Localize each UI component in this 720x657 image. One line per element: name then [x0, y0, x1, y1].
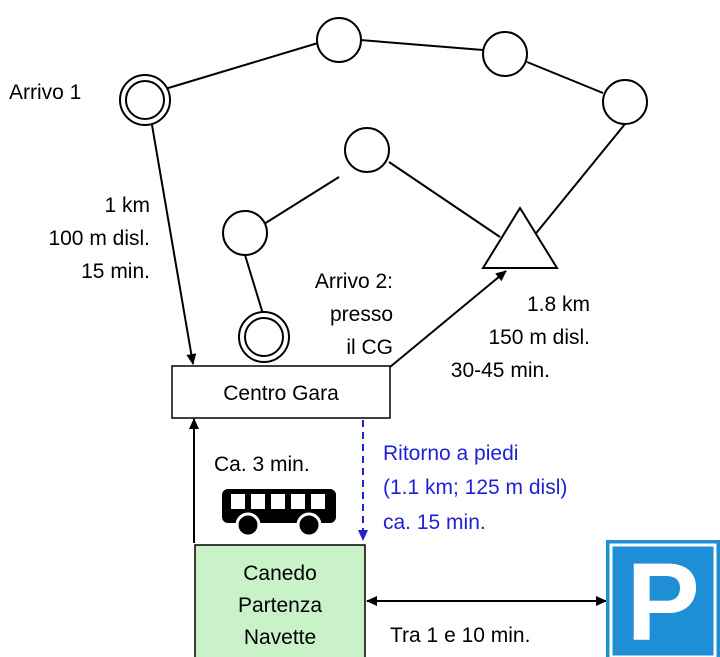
leg2-distance: 1.8 km — [527, 293, 590, 316]
shuttle-start-line2: Partenza — [238, 594, 322, 617]
route-1-lines — [164, 39, 626, 238]
arrow-finish1-to-centro-gara — [151, 124, 197, 365]
parking-time: Tra 1 e 10 min. — [390, 624, 530, 647]
shuttle-start-line1: Canedo — [243, 562, 317, 585]
finish-2-label-line1: Arrivo 2: — [315, 270, 393, 293]
walk-return-line3: ca. 15 min. — [383, 511, 486, 534]
finish-1-label: Arrivo 1 — [9, 81, 81, 104]
parking-letter: P — [626, 541, 699, 657]
control-circle — [344, 127, 390, 173]
leg1-distance: 1 km — [104, 194, 150, 217]
control-circle — [222, 210, 268, 256]
route-2-lines — [244, 161, 501, 315]
leg1-time: 15 min. — [81, 260, 150, 283]
bus-icon — [222, 489, 336, 538]
leg2-climb: 150 m disl. — [488, 326, 590, 349]
walk-return-line2: (1.1 km; 125 m disl) — [383, 476, 567, 499]
finish-1-double-circle — [119, 74, 171, 126]
centro-gara-box — [171, 365, 391, 419]
start-triangle — [481, 206, 559, 269]
shuttle-start-line3: Navette — [244, 626, 316, 649]
arrow-centro-gara-to-start — [389, 270, 507, 368]
control-circle — [602, 79, 648, 125]
shuttle-start-box — [194, 544, 366, 657]
walk-return-line1: Ritorno a piedi — [383, 442, 518, 465]
leg1-climb: 100 m disl. — [48, 227, 150, 250]
finish-2-label-line3: il CG — [346, 336, 393, 359]
control-circle — [316, 17, 362, 63]
finish-2-double-circle — [238, 311, 290, 363]
parking-sign-icon: P — [606, 540, 720, 657]
shuttle-time: Ca. 3 min. — [214, 453, 310, 476]
finish-2-label-line2: presso — [330, 303, 393, 326]
control-circle — [482, 31, 528, 77]
leg2-time: 30-45 min. — [451, 359, 550, 382]
centro-gara-label: Centro Gara — [223, 382, 339, 405]
